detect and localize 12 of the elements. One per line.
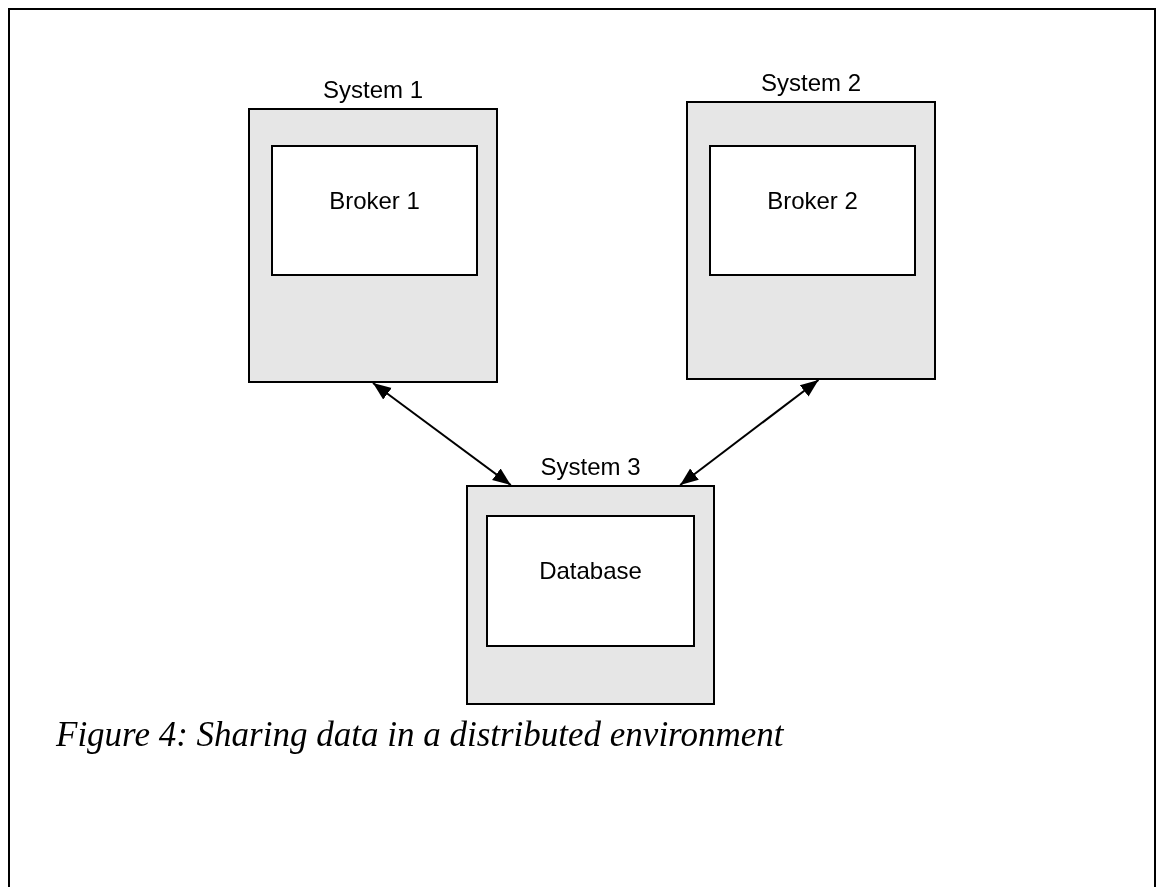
system-label: System 2 [760, 69, 862, 97]
system-label: System 3 [539, 453, 642, 481]
component-box [271, 145, 478, 276]
component-label: Broker 2 [767, 186, 858, 215]
component-box [709, 145, 916, 276]
component-label: Broker 1 [329, 186, 420, 215]
double-arrow [372, 382, 512, 486]
component-box [486, 515, 695, 647]
system-label: System 1 [322, 76, 424, 104]
figure-caption: Figure 4: Sharing data in a distributed environment [56, 715, 784, 755]
component-label: Database [539, 557, 642, 585]
double-arrow [679, 379, 820, 486]
